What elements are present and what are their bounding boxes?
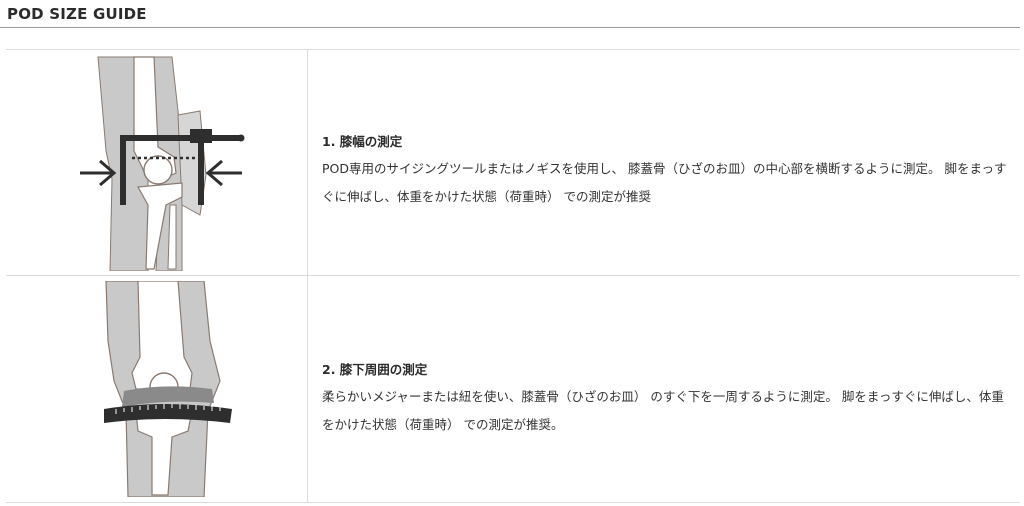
step-description: POD専用のサイジングツールまたはノギスを使用し、 膝蓋骨（ひざのお皿）の中心部… (322, 161, 1007, 204)
step-title: 1. 膝幅の測定 (322, 134, 403, 149)
below-knee-illustration-cell (6, 276, 308, 502)
step-description: 柔らかいメジャーまたは紐を使い、膝蓋骨（ひざのお皿） のすぐ下を一周するように測… (322, 389, 1004, 432)
below-knee-text: 2. 膝下周囲の測定 柔らかいメジャーまたは紐を使い、膝蓋骨（ひざのお皿） のす… (322, 357, 1010, 439)
guide-row-below-knee-circumference: 2. 膝下周囲の測定 柔らかいメジャーまたは紐を使い、膝蓋骨（ひざのお皿） のす… (6, 276, 1020, 503)
below-knee-tape-illustration (104, 281, 232, 497)
guide-header: POD SIZE GUIDE (0, 0, 1020, 28)
knee-width-caliper-illustration (80, 56, 245, 271)
size-guide-table: 1. 膝幅の測定 POD専用のサイジングツールまたはノギスを使用し、 膝蓋骨（ひ… (6, 49, 1020, 503)
knee-width-text: 1. 膝幅の測定 POD専用のサイジングツールまたはノギスを使用し、 膝蓋骨（ひ… (322, 129, 1010, 211)
guide-row-knee-width: 1. 膝幅の測定 POD専用のサイジングツールまたはノギスを使用し、 膝蓋骨（ひ… (6, 50, 1020, 276)
page-title: POD SIZE GUIDE (7, 5, 147, 23)
knee-width-illustration-cell (6, 50, 308, 275)
step-title: 2. 膝下周囲の測定 (322, 362, 428, 377)
